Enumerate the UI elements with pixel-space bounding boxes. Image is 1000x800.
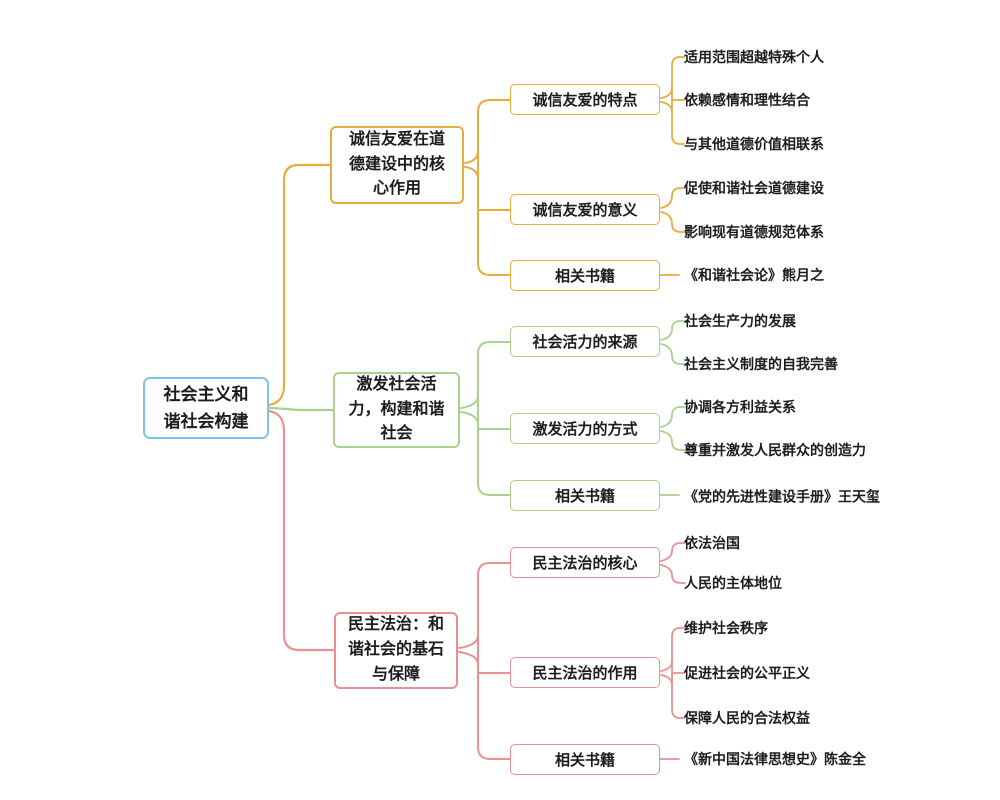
leaf-topic[interactable]: 促进社会的公平正义 (684, 667, 810, 682)
connector-root-branches (267, 163, 336, 652)
subtopic-law-functions[interactable]: 民主法治的作用 (510, 657, 660, 688)
subtopic-vitality-sources[interactable]: 社会活力的来源 (510, 326, 660, 357)
leaf-topic[interactable]: 人民的主体地位 (684, 577, 782, 592)
leaf-topic[interactable]: 尊重并激发人民群众的创造力 (684, 444, 866, 459)
leaf-topic[interactable]: 社会主义制度的自我完善 (684, 358, 838, 373)
leaf-topic-book[interactable]: 《和谐社会论》熊月之 (684, 269, 824, 284)
leaf-topic[interactable]: 影响现有道德规范体系 (684, 226, 824, 241)
leaf-topic[interactable]: 依赖感情和理性结合 (684, 94, 810, 109)
root-topic[interactable]: 社会主义和谐社会构建 (143, 377, 269, 439)
leaf-topic[interactable]: 协调各方利益关系 (684, 401, 796, 416)
connector-branch-moral (464, 56, 686, 276)
branch-topic-vitality[interactable]: 激发社会活力，构建和谐社会 (333, 372, 460, 448)
leaf-topic[interactable]: 维护社会秩序 (684, 622, 768, 637)
subtopic-vitality-methods[interactable]: 激发活力的方式 (510, 413, 660, 444)
subtopic-law-core[interactable]: 民主法治的核心 (510, 547, 660, 578)
subtopic-moral-books[interactable]: 相关书籍 (510, 260, 660, 291)
leaf-topic[interactable]: 依法治国 (684, 537, 740, 552)
subtopic-vitality-books[interactable]: 相关书籍 (510, 480, 660, 511)
branch-topic-law[interactable]: 民主法治：和谐社会的基石与保障 (334, 612, 458, 689)
subtopic-law-books[interactable]: 相关书籍 (510, 744, 660, 775)
connector-branch-vitality (460, 320, 686, 496)
leaf-topic[interactable]: 保障人民的合法权益 (684, 712, 810, 727)
leaf-topic-book[interactable]: 《新中国法律思想史》陈金全 (684, 753, 866, 768)
subtopic-moral-traits[interactable]: 诚信友爱的特点 (510, 84, 660, 115)
connector-branch-law (458, 542, 686, 760)
subtopic-moral-significance[interactable]: 诚信友爱的意义 (510, 194, 660, 225)
branch-topic-moral[interactable]: 诚信友爱在道德建设中的核心作用 (330, 126, 464, 204)
leaf-topic[interactable]: 社会生产力的发展 (684, 315, 796, 330)
leaf-topic[interactable]: 促使和谐社会道德建设 (684, 182, 824, 197)
leaf-topic[interactable]: 适用范围超越特殊个人 (684, 51, 824, 66)
leaf-topic[interactable]: 与其他道德价值相联系 (684, 138, 824, 153)
leaf-topic-book[interactable]: 《党的先进性建设手册》王天玺 (684, 490, 880, 506)
